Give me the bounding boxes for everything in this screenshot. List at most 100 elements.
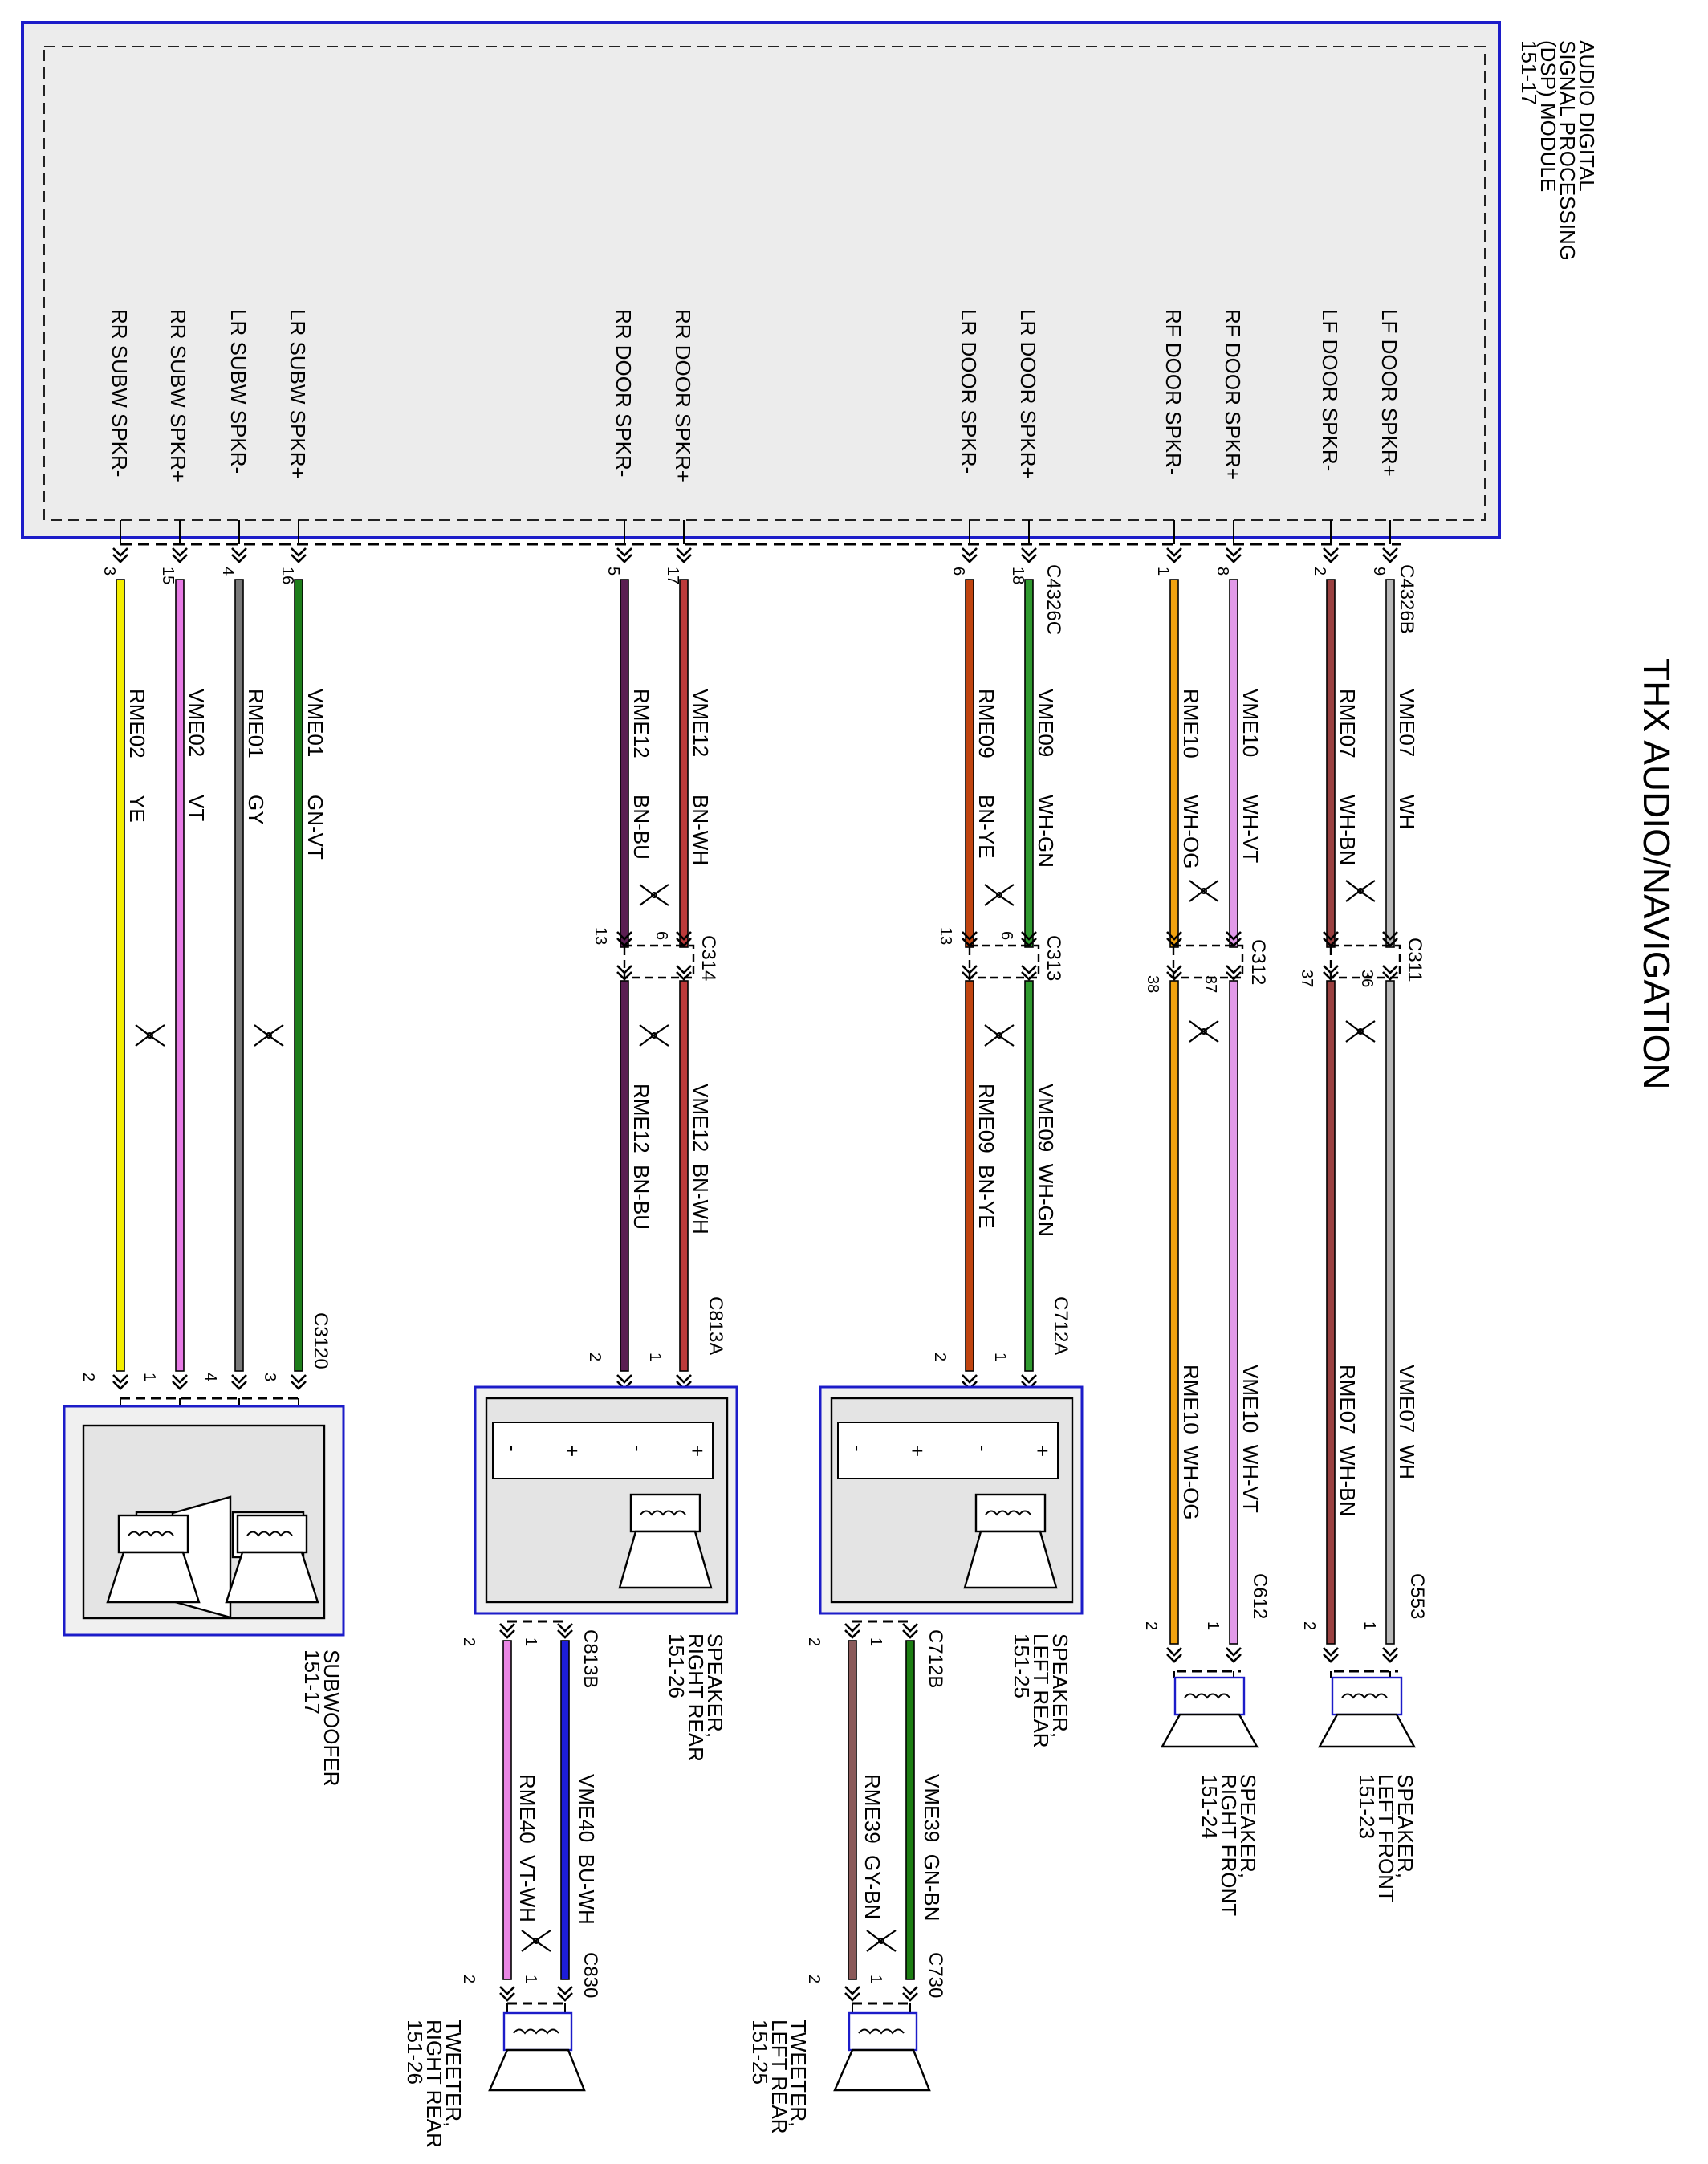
- color-label: WH: [1395, 795, 1419, 829]
- pin-number: 17: [664, 567, 681, 584]
- svg-text:TWEETER,: TWEETER,: [441, 2020, 466, 2127]
- dsp-module: AUDIO DIGITAL SIGNAL PROCESSING (DSP) MO…: [21, 21, 1599, 539]
- inline-connector-c312: [1172, 944, 1244, 979]
- svg-text:151-24: 151-24: [1198, 1774, 1222, 1839]
- wire-rme01: [234, 579, 244, 1372]
- svg-text:SUBWOOFER: SUBWOOFER: [319, 1649, 344, 1786]
- pin-terminal: [1165, 547, 1183, 563]
- color-label: WH-GN: [1034, 795, 1058, 868]
- circuit-label: VME10: [1238, 689, 1263, 757]
- wire-segment: [1385, 579, 1395, 948]
- pin-number: 8: [1214, 567, 1231, 576]
- circuit-label: VME12: [689, 689, 713, 757]
- twisted-pair-marker: [134, 1023, 166, 1047]
- pin-terminal: [171, 1373, 189, 1390]
- pin-number: 37: [1298, 970, 1316, 987]
- pin-terminal: [556, 1622, 574, 1639]
- wire-vme40: [560, 1640, 570, 1980]
- pin-function: LF DOOR SPKR-: [1318, 309, 1342, 471]
- pin-number: 13: [592, 927, 609, 945]
- pin-number: 3: [100, 567, 118, 576]
- wire-segment: [1169, 980, 1179, 1645]
- wire-segment: [965, 579, 974, 948]
- svg-text:151-26: 151-26: [403, 2020, 427, 2085]
- color-label: BN-YE: [974, 795, 998, 858]
- pin-function: LR SUBW SPKR+: [286, 309, 310, 479]
- connector-c612: C612: [1249, 1573, 1271, 1619]
- terminal-sign: -: [501, 1445, 525, 1452]
- wire-segment: [1326, 579, 1336, 948]
- pin-terminal: [901, 1985, 919, 2002]
- wire-rme39: [848, 1640, 857, 1980]
- wire-segment: [1326, 980, 1336, 1645]
- svg-text:(DSP) MODULE: (DSP) MODULE: [1536, 40, 1560, 192]
- pin-number: 2: [1300, 1621, 1318, 1630]
- pin-number: 38: [1144, 975, 1161, 993]
- circuit-label: VME10 WH-VT: [1238, 1365, 1263, 1513]
- pin-number: 15: [159, 567, 177, 584]
- pin-number: 2: [805, 1637, 823, 1646]
- pin-function: RR DOOR SPKR+: [671, 309, 695, 482]
- pin-terminal: [171, 547, 189, 563]
- color-label: WH-VT: [1238, 795, 1263, 863]
- circuit-label: RME40 VT-WH: [515, 1774, 539, 1922]
- color-label: GN-VT: [303, 795, 327, 860]
- wire-segment: [620, 579, 629, 948]
- rf-speaker-icon: [1160, 1676, 1259, 1748]
- pin-terminal: [290, 547, 307, 563]
- pin-function: LR DOOR SPKR+: [1016, 309, 1040, 479]
- twisted-pair-marker: [1344, 879, 1377, 903]
- connector-c712a: C712A: [1050, 1296, 1072, 1355]
- wire-segment: [679, 980, 689, 1372]
- svg-text:SPEAKER,: SPEAKER,: [1236, 1774, 1260, 1878]
- color-label: BN-BU: [629, 795, 653, 860]
- circuit-label: RME12 BN-BU: [629, 1084, 653, 1230]
- svg-text:151-17: 151-17: [300, 1649, 324, 1715]
- svg-text:RIGHT FRONT: RIGHT FRONT: [1217, 1774, 1241, 1916]
- wire-vme39: [905, 1640, 915, 1980]
- circuit-label: RME07 WH-BN: [1336, 1365, 1360, 1516]
- subwoofer-label: SUBWOOFER 151-17: [300, 1649, 344, 1786]
- svg-text:LEFT REAR: LEFT REAR: [1029, 1633, 1053, 1748]
- pin-function: RF DOOR SPKR-: [1161, 309, 1185, 475]
- tweeter-left-label: TWEETER, LEFT REAR 151-25: [748, 2020, 811, 2134]
- wire-segment: [1229, 980, 1238, 1645]
- svg-text:LEFT FRONT: LEFT FRONT: [1374, 1774, 1398, 1902]
- circuit-label: VME01: [303, 689, 327, 757]
- pin-numbers: 3 15 4 16 5 17 6 18 1 8 2 9: [100, 567, 1388, 584]
- twisted-pair-marker: [983, 1023, 1015, 1047]
- pin-number: 9: [1370, 567, 1388, 576]
- connector-c314: C314: [697, 935, 719, 981]
- pin-number: 4: [219, 567, 237, 576]
- terminal-sign: -: [846, 1445, 870, 1452]
- pin-number: 1: [140, 1373, 158, 1381]
- pin-functions: RR SUBW SPKR- RR SUBW SPKR+ LR SUBW SPKR…: [108, 309, 1401, 482]
- pin-function: LF DOOR SPKR+: [1377, 309, 1401, 477]
- subwoofer-coil-icon: [106, 1514, 201, 1604]
- inline-connector-c313: [968, 944, 1040, 979]
- circuit-labels: RME02 YE VME02 VT RME01 GY VME01 GN-VT R…: [125, 689, 1419, 868]
- tweeter-right-label: TWEETER, RIGHT REAR 151-26: [403, 2020, 466, 2148]
- connector-c4326c: C4326C: [1043, 564, 1064, 635]
- pin-terminal: [498, 1985, 516, 2002]
- pin-number: 1: [867, 1975, 885, 1983]
- pin-number: 1: [522, 1637, 539, 1646]
- pin-terminal: [1225, 1646, 1242, 1663]
- module-name: AUDIO DIGITAL SIGNAL PROCESSING (DSP) MO…: [1517, 40, 1599, 261]
- terminal-sign: +: [905, 1445, 929, 1457]
- pin-number: 37: [1202, 975, 1219, 993]
- pin-terminal: [556, 1985, 574, 2002]
- pin-number: 2: [586, 1352, 604, 1361]
- twisted-pair-marker: [1188, 1019, 1220, 1043]
- pin-number: 1: [1204, 1621, 1222, 1630]
- connector-c311: C311: [1404, 938, 1425, 982]
- pin-number: 6: [950, 567, 967, 576]
- circuit-label: VME39 GN-BN: [920, 1774, 944, 1922]
- inline-connector-c311: [1329, 944, 1401, 979]
- wire-vme01: [294, 579, 303, 1372]
- wire-rme02: [116, 579, 125, 1372]
- terminal-sign: -: [971, 1445, 995, 1452]
- color-label: WH-OG: [1179, 795, 1203, 868]
- pin-number: 1: [1154, 567, 1172, 576]
- pin-number: 2: [805, 1975, 823, 1983]
